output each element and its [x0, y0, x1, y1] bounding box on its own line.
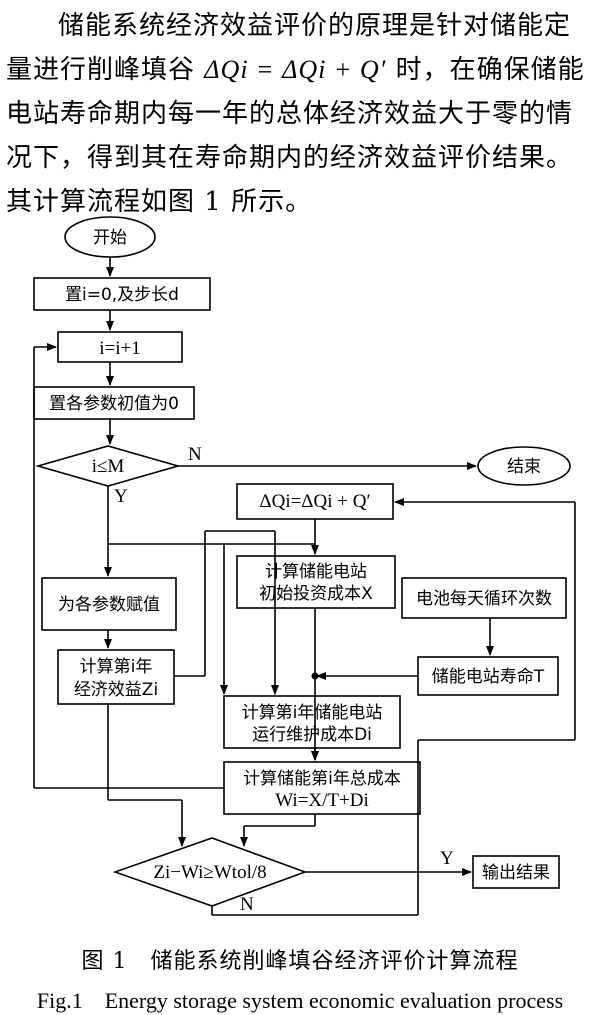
- output-box: [472, 855, 560, 889]
- end-node: [477, 446, 571, 486]
- decision-no-label: N: [240, 894, 254, 915]
- benefit-box: [57, 649, 175, 705]
- loop-check-label: i≤M: [92, 456, 125, 477]
- invest-cost-label-1: 计算储能电站: [265, 562, 367, 582]
- om-cost-label-2: 运行维护成本Di: [252, 725, 372, 745]
- benefit-label-2: 经济效益Zi: [74, 680, 158, 700]
- battery-cycles-label: 电池每天循环次数: [416, 589, 552, 609]
- increment-label: i=i+1: [99, 338, 141, 359]
- start-label: 开始: [93, 228, 127, 248]
- para-formula: ΔQi = ΔQi + Q′: [204, 55, 387, 84]
- assign-params-label: 为各参数赋值: [58, 595, 160, 615]
- benefit-label-1: 计算第i年: [80, 657, 153, 677]
- intro-paragraph: 储能系统经济效益评价的原理是针对储能定量进行削峰填谷 ΔQi = ΔQi + Q…: [6, 4, 594, 224]
- station-life-label: 储能电站寿命T: [432, 667, 545, 687]
- total-cost-label-2: Wi=X/T+Di: [275, 790, 369, 811]
- end-label: 结束: [507, 457, 541, 477]
- delta-q-label: ΔQi=ΔQi + Q′: [259, 491, 370, 512]
- output-label: 输出结果: [482, 863, 550, 883]
- reset-params-label: 置各参数初值为0: [49, 394, 179, 414]
- flowchart: 开始 置i=0,及步长d i=i+1 置各参数初值为0 i≤M N Y 结束 Δ…: [33, 216, 576, 916]
- total-cost-label-1: 计算储能第i年总成本: [243, 769, 401, 789]
- assign-params-box: [41, 577, 177, 631]
- om-cost-label-1: 计算第i年储能电站: [242, 703, 383, 723]
- loop-yes-label: Y: [114, 486, 128, 507]
- battery-cycles-box: [401, 577, 567, 619]
- init-label: 置i=0,及步长d: [65, 285, 179, 305]
- om-cost-box: [223, 695, 401, 749]
- increment-box: [57, 331, 183, 363]
- figure-caption-cn: 图 1 储能系统削峰填谷经济评价计算流程: [81, 949, 519, 974]
- invest-cost-label-2: 初始投资成本X: [259, 584, 373, 604]
- decision-label: Zi−Wi≥Wtol/8: [153, 862, 266, 883]
- init-box: [33, 277, 211, 311]
- decision-yes-label: Y: [440, 848, 454, 869]
- loop-no-label: N: [188, 444, 202, 465]
- invest-cost-box: [236, 555, 396, 609]
- para-text-1: 储能系统经济效益评价的原理是针对储能定量进行削峰填谷: [6, 11, 572, 85]
- para-text-2: 时，在确保储能电站寿命期内每一年的总体经济效益大于零的情况下，得到其在寿命期内的…: [6, 55, 585, 217]
- figure-caption-en: Fig.1 Energy storage system economic eva…: [36, 988, 564, 1013]
